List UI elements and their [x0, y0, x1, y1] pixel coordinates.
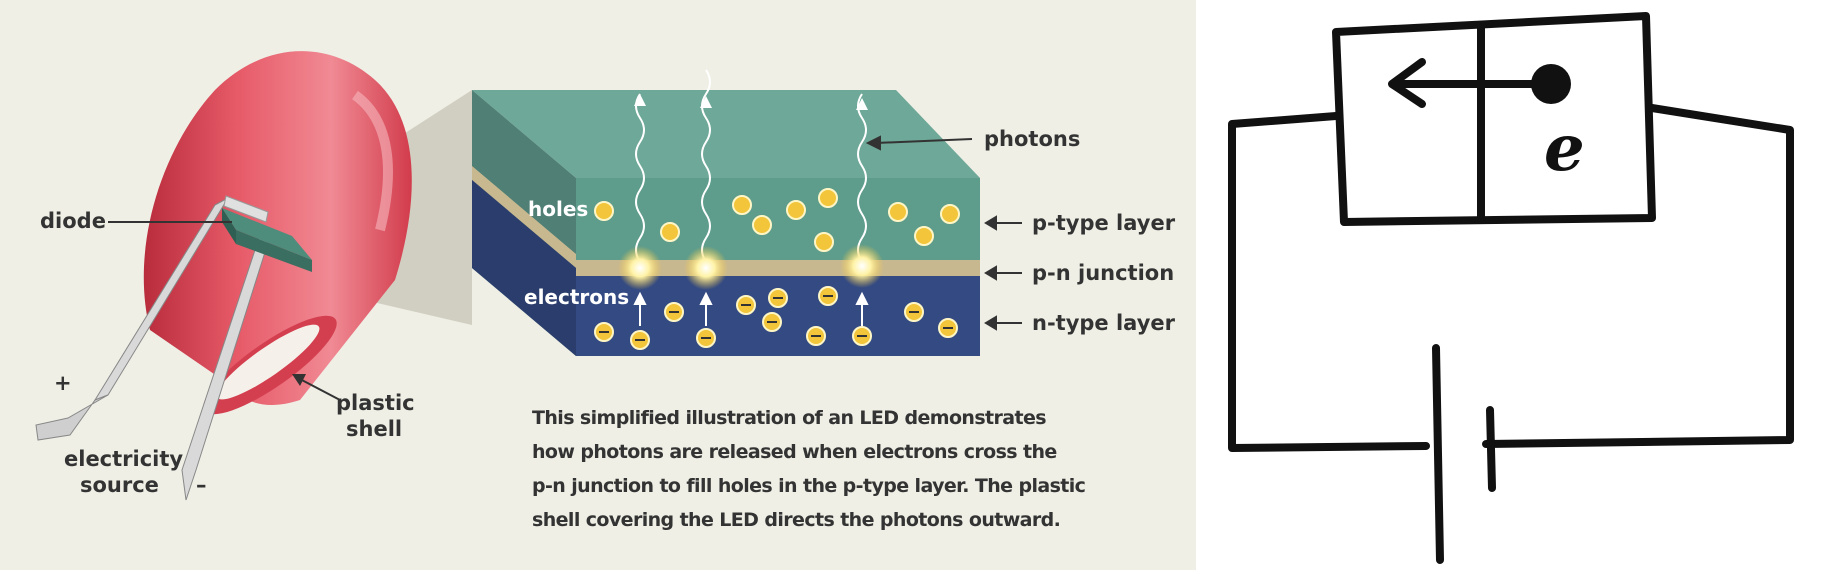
electron-dot-icon [1531, 64, 1571, 104]
right-label-pointers [865, 135, 1022, 331]
circuit-sketch-panel: e [1196, 0, 1836, 570]
circuit-sketch: e [1228, 12, 1794, 564]
caption-line-1: This simplified illustration of an LED d… [532, 407, 1046, 429]
led-illustration: diode + – electricity source plastic she… [35, 51, 1176, 531]
left-junction-strip [472, 166, 576, 268]
photon-arrows [635, 69, 867, 263]
label-minus: – [196, 473, 207, 497]
battery-long-plate [1432, 344, 1444, 564]
left-n-face [472, 180, 576, 356]
electron-arrow-icon [1388, 58, 1546, 108]
battery-short-plate [1486, 406, 1496, 492]
label-pn-junction: p-n junction [1032, 261, 1174, 285]
shell-pointer [297, 377, 341, 401]
photon-arrowheads [634, 94, 868, 110]
block-top-face [472, 90, 980, 178]
diode-chip [222, 195, 312, 272]
label-holes: holes [528, 197, 588, 221]
caption-line-2: how photons are released when electrons … [532, 441, 1057, 463]
label-photons: photons [984, 127, 1080, 151]
right-wire [1482, 104, 1794, 448]
electron-label: e [1544, 111, 1585, 186]
led-shell [143, 51, 412, 415]
caption: This simplified illustration of an LED d… [532, 407, 1086, 531]
electron-minus-signs [599, 295, 953, 341]
label-diode: diode [40, 209, 106, 233]
recombination-glows [618, 244, 884, 290]
led-block [472, 90, 980, 356]
holes [594, 188, 960, 252]
label-electricity: electricity [64, 447, 183, 471]
label-p-type-layer: p-type layer [1032, 211, 1176, 235]
left-wire [1228, 112, 1430, 452]
label-plastic: plastic [336, 391, 415, 415]
caption-line-3: p-n junction to fill holes in the p-type… [532, 475, 1085, 497]
label-electrons: electrons [524, 285, 629, 309]
shell-pointer-head [292, 374, 306, 386]
label-n-type-layer: n-type layer [1032, 311, 1176, 335]
device-box [1332, 12, 1656, 226]
label-source: source [80, 473, 159, 497]
label-plus: + [54, 371, 72, 395]
caption-line-4: shell covering the LED directs the photo… [532, 509, 1060, 531]
label-shell: shell [346, 417, 402, 441]
led-illustration-panel: diode + – electricity source plastic she… [0, 0, 1196, 570]
electron-arrows [633, 291, 869, 326]
